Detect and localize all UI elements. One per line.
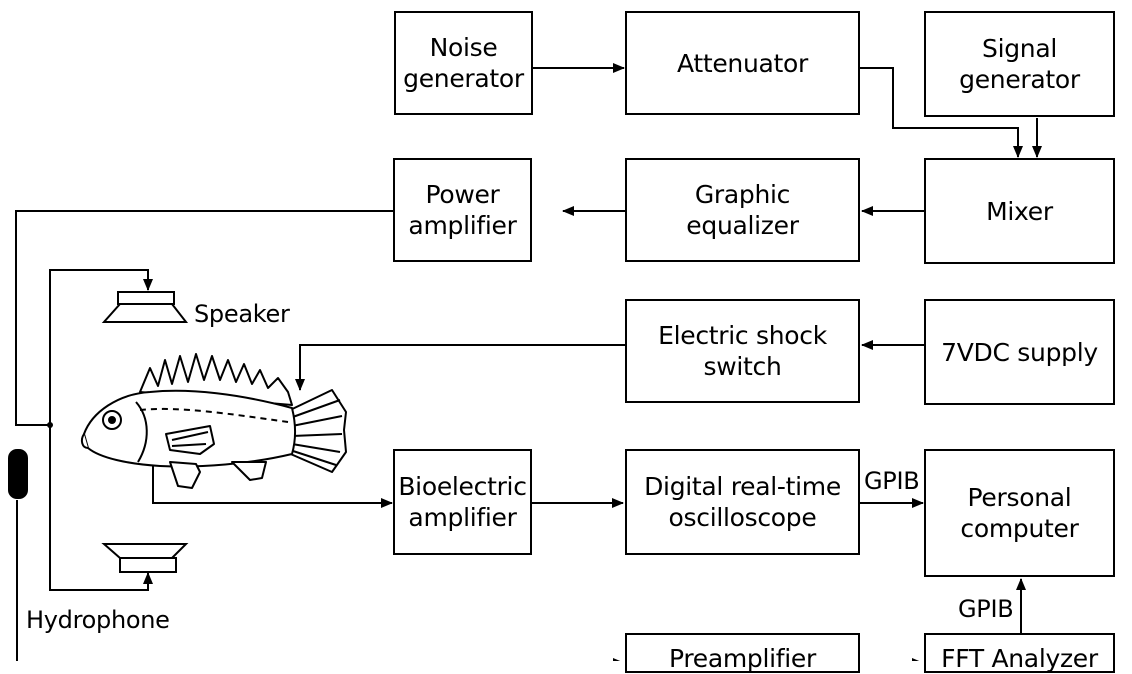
noise-generator-block: Noise generator — [394, 11, 533, 115]
hydrophone-label: Hydrophone — [26, 606, 170, 634]
fft-analyzer-block: FFT Analyzer — [924, 633, 1115, 673]
speaker-icon — [101, 291, 189, 323]
link-attenuator-mixer — [860, 67, 1023, 158]
speaker-icon — [101, 543, 189, 573]
link-fish-bioamp — [152, 462, 393, 508]
link-switch-fish — [295, 344, 625, 391]
junction-dot — [47, 422, 53, 428]
attenuator-block: Attenuator — [625, 11, 860, 115]
gpib-label-oscilloscope: GPIB — [864, 467, 920, 495]
speaker-label: Speaker — [194, 300, 290, 328]
link-poweramp-speakers — [15, 210, 393, 426]
signal-generator-block: Signal generator — [924, 11, 1115, 117]
vdc-supply-block: 7VDC supply — [924, 299, 1115, 405]
graphic-equalizer-block: Graphic equalizer — [625, 158, 860, 262]
link-to-top-speaker — [49, 269, 153, 425]
hydrophone-icon — [8, 449, 28, 506]
fish-icon — [80, 353, 347, 489]
mixer-block: Mixer — [924, 158, 1115, 264]
bioelectric-amplifier-block: Bioelectric amplifier — [393, 449, 532, 555]
electric-shock-switch-block: Electric shock switch — [625, 299, 860, 403]
link-to-bottom-speaker — [49, 425, 153, 591]
gpib-label-fft: GPIB — [958, 595, 1014, 623]
power-amplifier-block: Power amplifier — [393, 158, 532, 262]
preamplifier-block: Preamplifier — [625, 633, 860, 673]
personal-computer-block: Personal computer — [924, 449, 1115, 577]
oscilloscope-block: Digital real-time oscilloscope — [625, 449, 860, 555]
link-hydrophone-preamp — [16, 500, 625, 661]
